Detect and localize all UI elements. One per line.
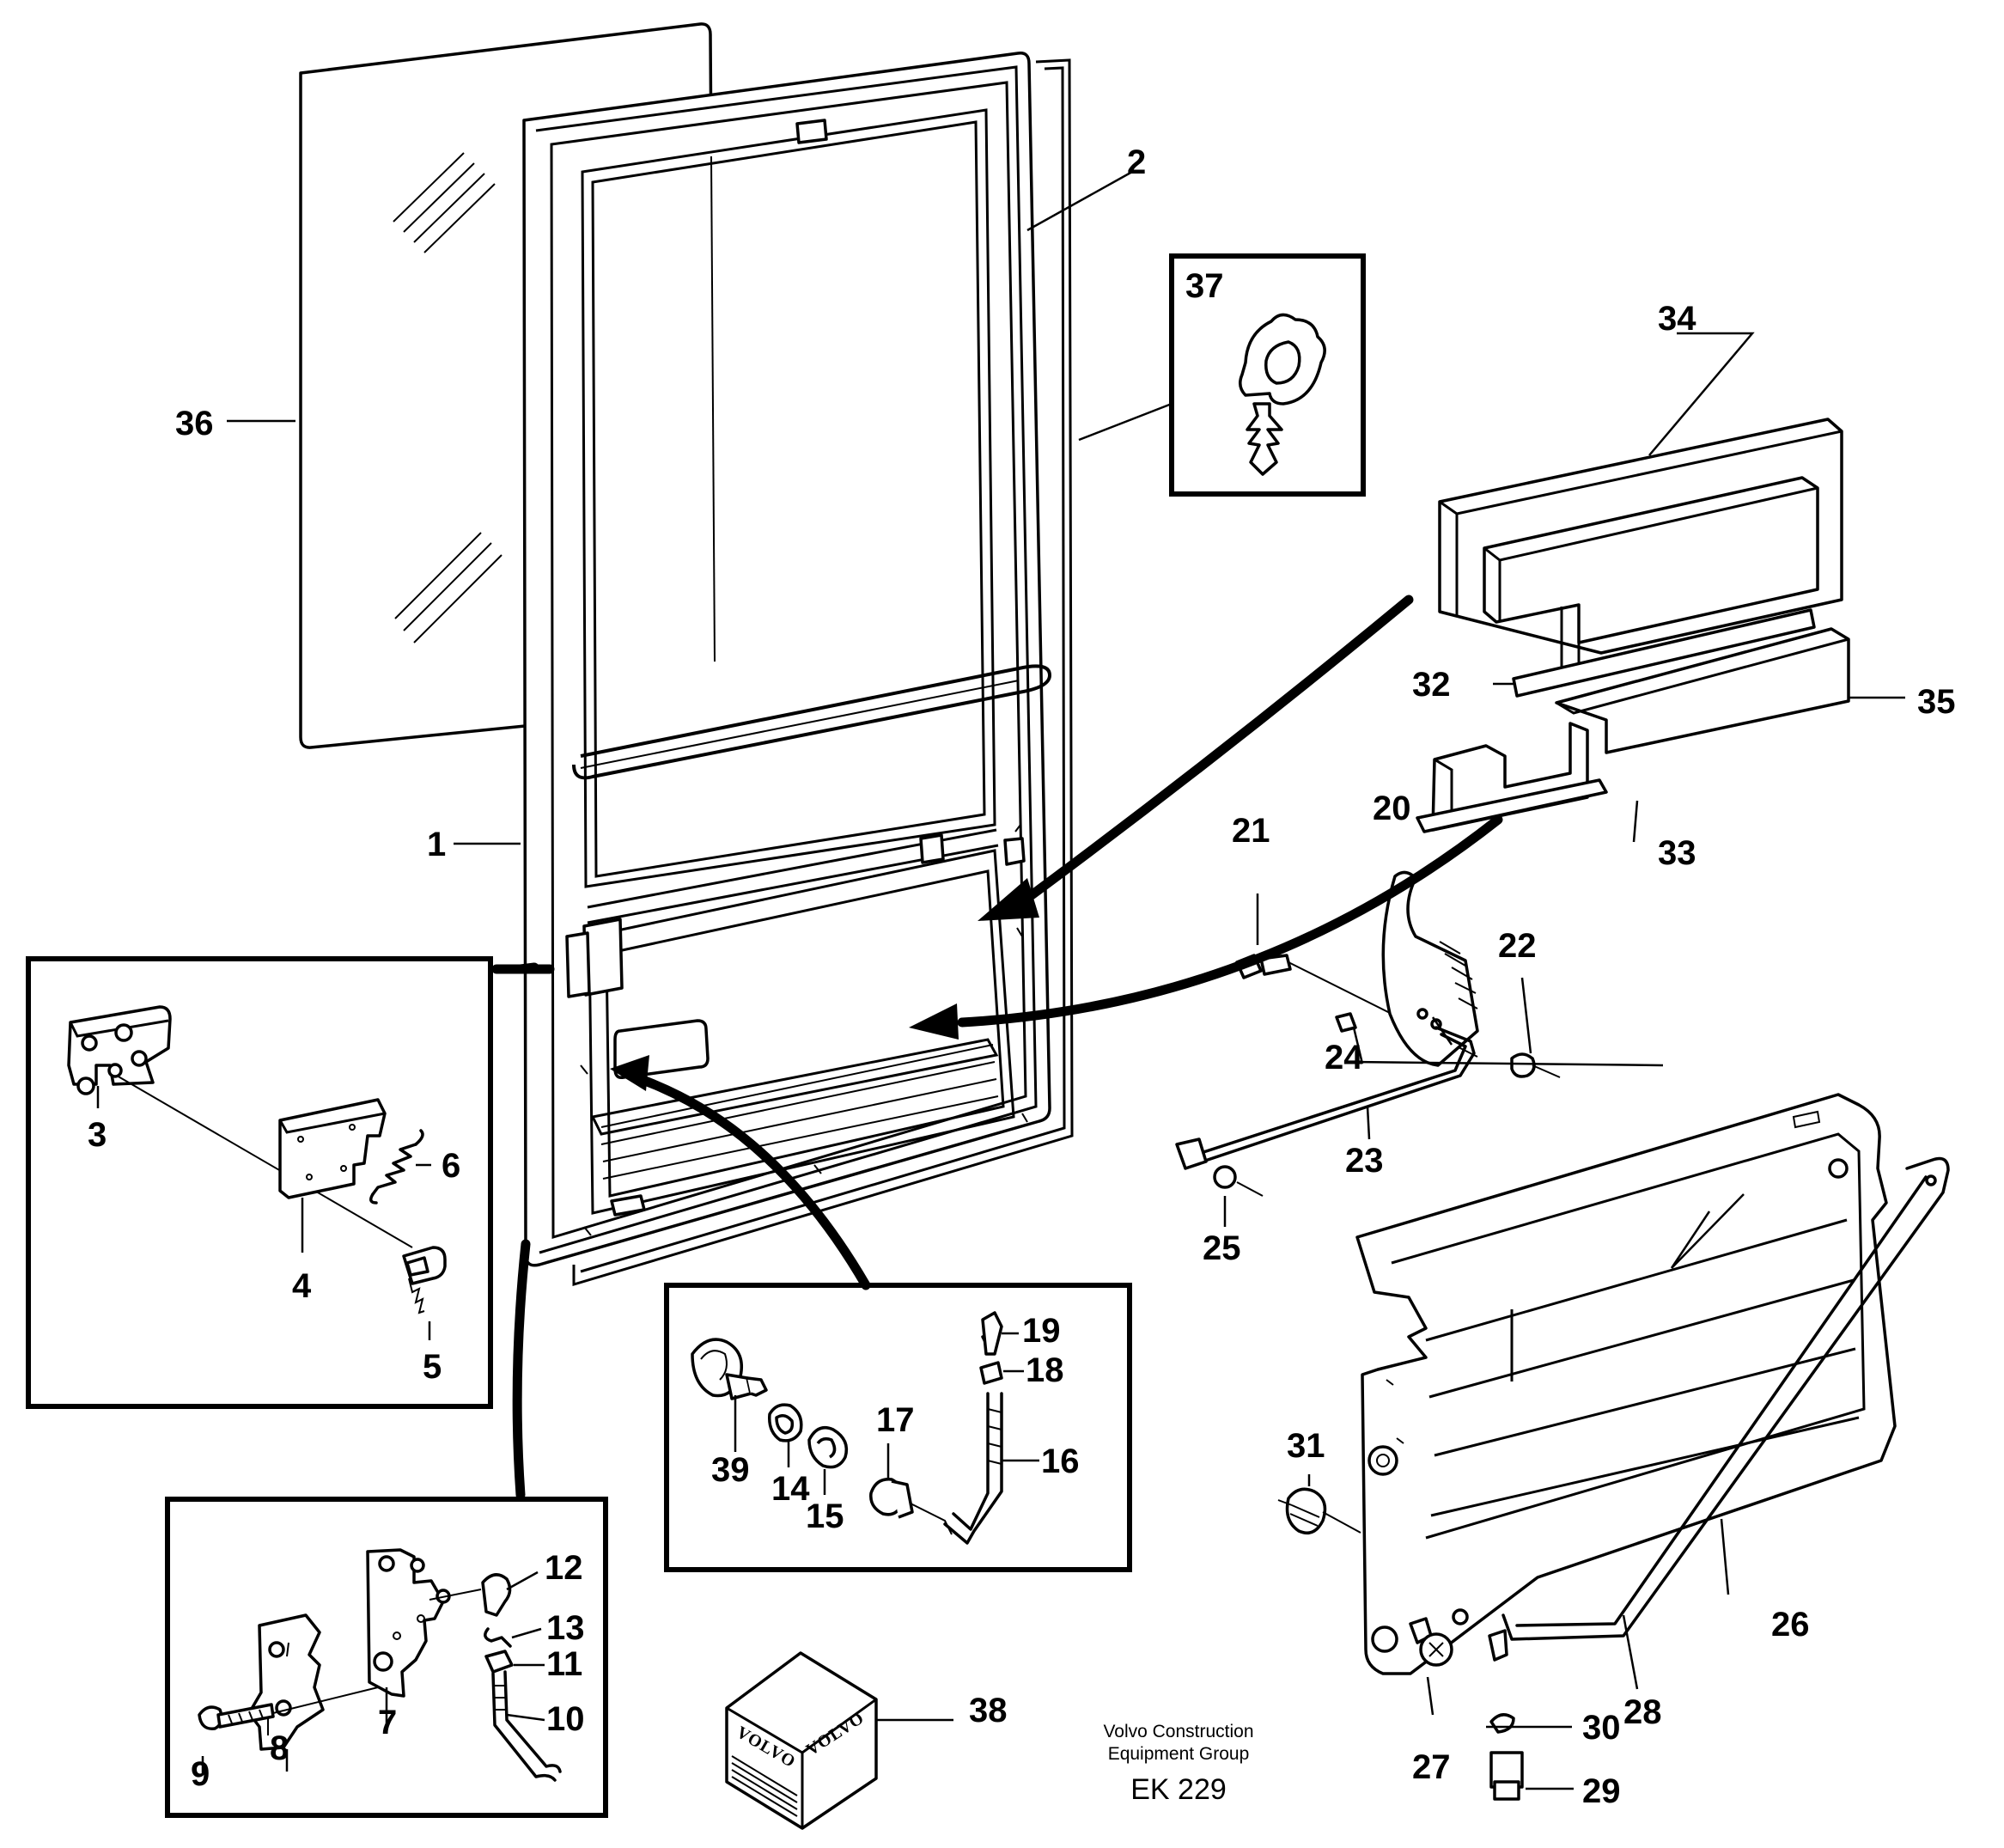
callout-12: 12 <box>545 1549 583 1587</box>
lock-lever-assembly <box>1175 870 1561 1197</box>
callout-35: 35 <box>1917 683 1956 721</box>
callout-19: 19 <box>1022 1312 1061 1350</box>
callout-31: 31 <box>1287 1427 1325 1465</box>
callout-21: 21 <box>1232 812 1270 850</box>
leader-lines <box>96 170 1905 1790</box>
insulation-pads <box>1416 418 1850 833</box>
callout-8: 8 <box>270 1729 289 1767</box>
lock-cylinder-detail-box <box>664 1283 1132 1572</box>
callout-23: 23 <box>1345 1142 1384 1180</box>
callout-33: 33 <box>1658 834 1696 872</box>
credit-block: Volvo Construction Equipment Group EK 22… <box>1103 1722 1253 1806</box>
callout-10: 10 <box>546 1700 585 1738</box>
callout-17: 17 <box>876 1401 915 1439</box>
volvo-carton: VOLVO VOLVO <box>725 1651 878 1830</box>
callout-38: 38 <box>969 1692 1008 1729</box>
callout-1: 1 <box>427 826 446 863</box>
callout-3: 3 <box>88 1116 107 1154</box>
latch-detail-box <box>165 1497 608 1818</box>
callout-32: 32 <box>1412 666 1451 704</box>
callout-37: 37 <box>1185 267 1224 305</box>
door-seal-strip <box>572 58 1074 1287</box>
callout-4: 4 <box>292 1267 312 1305</box>
callout-27: 27 <box>1412 1748 1451 1786</box>
callout-28: 28 <box>1623 1693 1662 1731</box>
callout-18: 18 <box>1026 1351 1064 1389</box>
seal-profile-detail <box>1078 253 1366 497</box>
callout-9: 9 <box>191 1755 210 1793</box>
credit-line-1: Volvo Construction <box>1103 1722 1253 1741</box>
callout-16: 16 <box>1041 1442 1080 1480</box>
callout-5: 5 <box>423 1348 442 1386</box>
callout-2: 2 <box>1127 143 1146 181</box>
callout-29: 29 <box>1582 1772 1621 1810</box>
callout-26: 26 <box>1771 1606 1810 1644</box>
door-frame <box>522 52 1052 1267</box>
assembly-flow-arrows <box>491 595 1503 1500</box>
credit-line-2: Equipment Group <box>1108 1744 1250 1764</box>
cover-panel-assembly <box>1277 1093 1950 1801</box>
callout-15: 15 <box>806 1497 844 1535</box>
callout-13: 13 <box>546 1609 585 1647</box>
callout-7: 7 <box>378 1704 397 1741</box>
callout-20: 20 <box>1373 790 1411 827</box>
callout-22: 22 <box>1498 927 1537 965</box>
callout-14: 14 <box>771 1470 810 1508</box>
callout-labels: 1 2 3 4 5 6 7 8 9 10 11 12 13 14 15 16 1… <box>88 143 1956 1810</box>
callout-25: 25 <box>1203 1229 1241 1267</box>
callout-39: 39 <box>711 1451 750 1489</box>
callout-34: 34 <box>1658 300 1696 338</box>
drawing-code: EK 229 <box>1130 1773 1227 1806</box>
callout-30: 30 <box>1582 1709 1621 1747</box>
callout-36: 36 <box>175 405 214 442</box>
callout-6: 6 <box>442 1147 460 1185</box>
callout-24: 24 <box>1325 1039 1363 1076</box>
hinge-detail-box <box>26 956 493 1409</box>
callout-11: 11 <box>546 1645 582 1683</box>
